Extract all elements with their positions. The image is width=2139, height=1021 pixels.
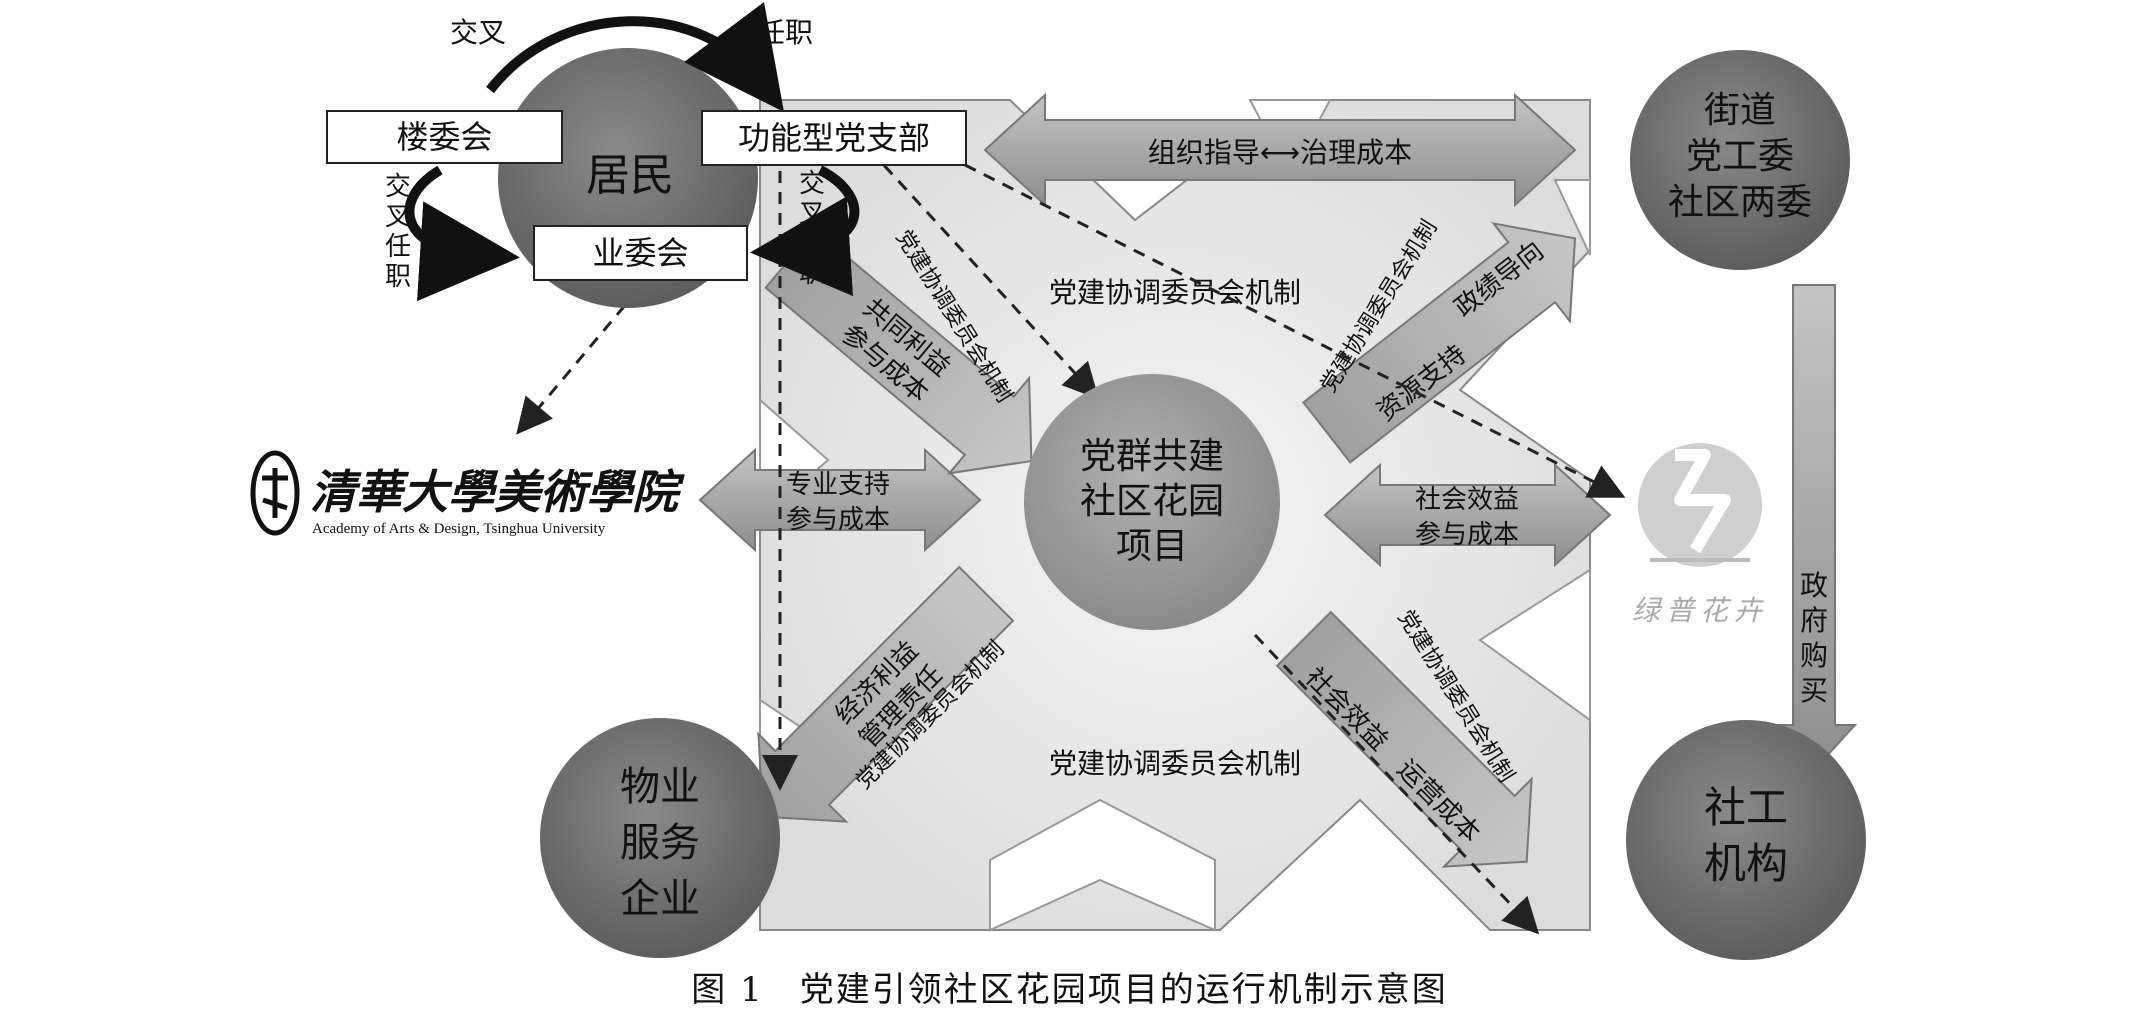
curve-arrow-left — [404, 165, 520, 302]
arrow-left-label-2: 参与成本 — [786, 505, 890, 535]
svg-text:叉: 叉 — [799, 199, 825, 229]
svg-text:党群共建: 党群共建 — [1080, 436, 1224, 477]
notch-bottom — [989, 798, 1216, 932]
functional-party-branch-box: 功能型党支部 — [701, 110, 967, 166]
cross-top-right: 任职 — [757, 16, 813, 49]
svg-text:买: 买 — [1800, 674, 1828, 707]
svg-text:企业: 企业 — [620, 876, 700, 922]
arrow-right-double — [1323, 462, 1612, 568]
tsinghua-logo: 清華大學美術學院 Academy of Arts & Design, Tsing… — [250, 450, 685, 537]
arrow-left-double — [698, 447, 982, 553]
tsinghua-calligraphy: 清華大學美術學院 — [310, 465, 685, 519]
property-circle — [540, 718, 780, 958]
svg-text:职: 职 — [799, 259, 825, 289]
svg-text:社工: 社工 — [1704, 783, 1788, 832]
owners-committee-box: 业委会 — [533, 225, 748, 281]
social-work-label: 社工 机构 — [1704, 783, 1788, 888]
cross-left-vertical: 交 叉 任 职 — [385, 172, 411, 292]
arrow-top-double — [983, 92, 1577, 208]
arrow-right-label-1: 社会效益 — [1415, 485, 1519, 515]
arrow-right-label-2: 参与成本 — [1415, 520, 1519, 550]
arrow-top-label: 组织指导⟷治理成本 — [1148, 136, 1412, 169]
svg-text:职: 职 — [385, 262, 411, 292]
cross-right-vertical: 交 叉 任 职 — [799, 169, 825, 289]
notch-right — [1478, 568, 1591, 722]
svg-text:社区花园: 社区花园 — [1080, 481, 1224, 522]
notch-top-right — [1553, 179, 1591, 256]
svg-text:服务: 服务 — [620, 820, 700, 866]
social-work-circle — [1626, 720, 1866, 960]
street-party-label: 街道 党工委 社区两委 — [1668, 90, 1812, 223]
lvpu-name: 绿普花卉 — [1632, 594, 1768, 627]
svg-text:购: 购 — [1800, 639, 1828, 672]
curve-arrow-right — [750, 165, 860, 297]
svg-text:叉: 叉 — [385, 202, 411, 232]
mechanism-top-label: 党建协调委员会机制 — [1049, 276, 1301, 309]
property-label: 物业 服务 企业 — [620, 764, 700, 922]
curve-arrow-top — [486, 1, 785, 112]
svg-text:机构: 机构 — [1704, 839, 1788, 888]
arrow-left-label-1: 专业支持 — [786, 470, 890, 500]
svg-text:任: 任 — [385, 232, 411, 262]
tsinghua-seal-icon — [250, 450, 300, 536]
lvpu-logo: 绿普花卉 — [1632, 443, 1768, 627]
center-project-circle — [1024, 374, 1280, 630]
cross-top-left: 交叉 — [450, 16, 506, 49]
building-committee-box: 楼委会 — [326, 110, 563, 164]
svg-text:交: 交 — [385, 172, 411, 202]
svg-text:项目: 项目 — [1116, 526, 1188, 567]
svg-text:政: 政 — [1800, 569, 1828, 602]
arrow-gov-purchase — [1769, 284, 1858, 772]
svg-text:物业: 物业 — [620, 764, 700, 810]
svg-text:党工委: 党工委 — [1686, 136, 1794, 177]
tsinghua-english: Academy of Arts & Design, Tsinghua Unive… — [312, 521, 606, 537]
mechanism-bottom-label: 党建协调委员会机制 — [1049, 747, 1301, 780]
svg-text:街道: 街道 — [1704, 90, 1776, 131]
center-project-label: 党群共建 社区花园 项目 — [1080, 436, 1224, 567]
svg-text:交: 交 — [799, 169, 825, 199]
svg-text:社区两委: 社区两委 — [1668, 182, 1812, 223]
arrow-lower-left: 经济利益 管理责任 — [757, 565, 1015, 823]
figure-caption: 图 1 党建引领社区花园项目的运行机制示意图 — [691, 970, 1448, 1010]
street-party-circle — [1630, 50, 1850, 270]
svg-text:任: 任 — [799, 229, 825, 259]
residents-label: 居民 — [586, 150, 674, 201]
svg-text:府: 府 — [1800, 604, 1828, 637]
gov-purchase-label: 政 府 购 买 — [1800, 569, 1828, 707]
